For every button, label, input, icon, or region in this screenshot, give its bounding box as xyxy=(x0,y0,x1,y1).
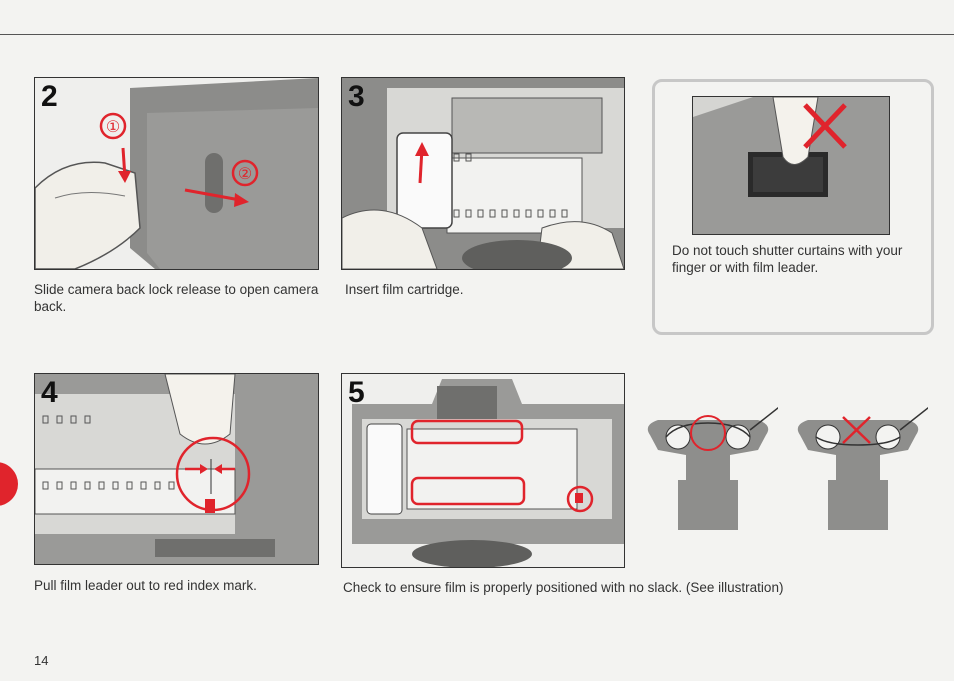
step-4-photo: 4 xyxy=(34,373,319,565)
warning-box: Do not touch shutter curtains with your … xyxy=(652,79,934,335)
step-4-caption: Pull film leader out to red index mark. xyxy=(34,578,257,593)
warning-photo xyxy=(692,96,890,235)
section-tab-marker xyxy=(0,462,18,506)
step-2-photo: 2 ① ② xyxy=(34,77,319,270)
marker-two: ② xyxy=(238,166,252,183)
film-cartridge-illustration xyxy=(342,78,624,269)
film-positioned-illustration xyxy=(342,374,624,567)
incorrect-film-diagram xyxy=(797,406,928,530)
film-leader-illustration xyxy=(35,374,318,564)
marker-one: ① xyxy=(106,119,120,136)
step-5-number: 5 xyxy=(348,376,365,409)
step-3-photo: 3 xyxy=(341,77,625,270)
step-5-photo: 5 xyxy=(341,373,625,568)
step-3-number: 3 xyxy=(348,80,365,113)
page-number: 14 xyxy=(34,653,49,668)
warning-caption: Do not touch shutter curtains with your … xyxy=(672,243,903,275)
shutter-curtain-illustration xyxy=(693,97,889,234)
step-4-number: 4 xyxy=(41,376,58,409)
step-2-number: 2 xyxy=(41,80,58,113)
step-3-caption: Insert film cartridge. xyxy=(345,282,464,297)
step-2-caption: Slide camera back lock release to open c… xyxy=(34,282,319,314)
header-rule xyxy=(0,34,954,35)
camera-back-illustration: ① ② xyxy=(35,78,318,269)
correct-film-diagram xyxy=(647,406,778,530)
step-5-caption: Check to ensure film is properly positio… xyxy=(343,580,784,595)
